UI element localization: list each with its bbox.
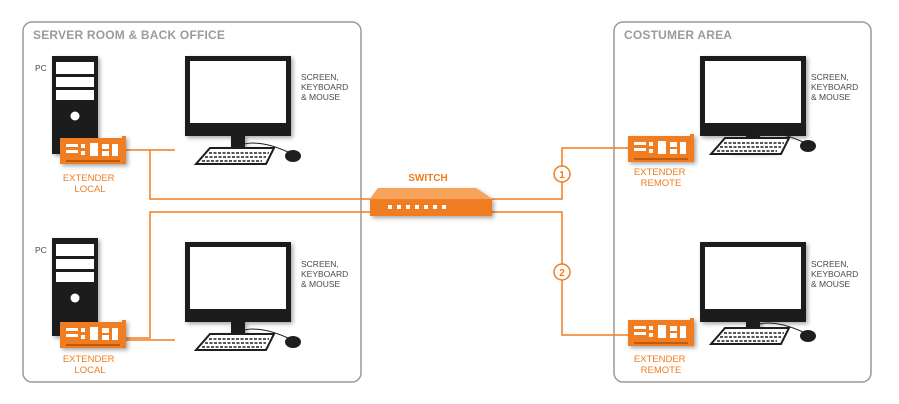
pc-label-bottom: PC (35, 245, 47, 255)
link-1-label: 1 (559, 170, 565, 181)
extender-remote-bottom (628, 318, 694, 346)
link-2-marker: 2 (553, 263, 571, 281)
peripheral-label-left-top: SCREEN, KEYBOARD & MOUSE (301, 72, 351, 102)
extender-remote-bottom-label: EXTENDER REMOTE (634, 354, 688, 376)
extender-local-top-label: EXTENDER LOCAL (63, 173, 117, 195)
extender-remote-top-label: EXTENDER REMOTE (634, 167, 688, 189)
customer-area-title: COSTUMER AREA (624, 28, 732, 42)
peripheral-label-right-top: SCREEN, KEYBOARD & MOUSE (811, 72, 861, 102)
server-room-title: SERVER ROOM & BACK OFFICE (33, 28, 225, 42)
peripheral-label-right-bottom: SCREEN, KEYBOARD & MOUSE (811, 259, 861, 289)
pc-label-top: PC (35, 63, 47, 73)
link-1-marker: 1 (553, 165, 571, 183)
switch-label: SWITCH (408, 173, 447, 184)
peripheral-label-left-bottom: SCREEN, KEYBOARD & MOUSE (301, 259, 351, 289)
link-2-label: 2 (559, 268, 565, 279)
extender-local-top (60, 136, 126, 164)
customer-area-zone (613, 21, 872, 383)
pc-tower-bottom (52, 238, 98, 336)
extender-local-bottom (60, 320, 126, 348)
network-switch (370, 188, 492, 216)
extender-remote-top (628, 134, 694, 162)
extender-local-bottom-label: EXTENDER LOCAL (63, 354, 117, 376)
